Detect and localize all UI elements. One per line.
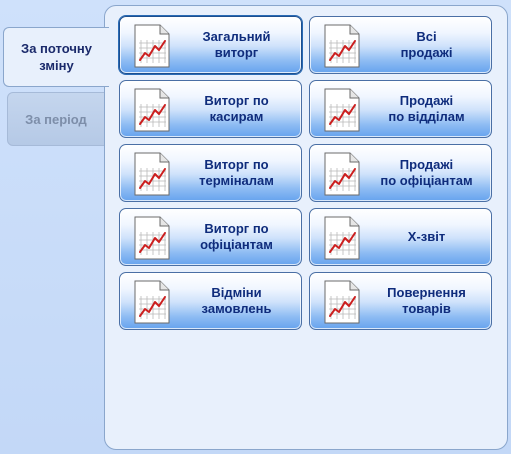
report-chart-icon: [132, 216, 172, 260]
report-button-order-cancellations[interactable]: Відміни замовлень: [119, 272, 302, 330]
tab-current-shift-label: За поточну зміну: [21, 41, 92, 73]
report-chart-icon: [322, 280, 362, 324]
report-button-label: Продажі по відділам: [388, 93, 465, 124]
tab-period[interactable]: За період: [7, 92, 105, 146]
tab-period-label: За період: [25, 111, 87, 127]
report-button-revenue-by-terminals[interactable]: Виторг по терміналам: [119, 144, 302, 202]
report-button-product-returns[interactable]: Повернення товарів: [309, 272, 492, 330]
report-chart-icon: [132, 280, 172, 324]
report-button-label: Виторг по касирам: [204, 93, 269, 124]
report-button-label: Всі продажі: [400, 29, 453, 60]
report-buttons-grid: Загальний виторг Всі продажі Виторг по к…: [119, 16, 492, 330]
report-chart-icon: [322, 24, 362, 68]
tab-current-shift[interactable]: За поточну зміну: [3, 27, 109, 87]
report-button-label: Відміни замовлень: [201, 285, 272, 316]
report-button-revenue-by-cashiers[interactable]: Виторг по касирам: [119, 80, 302, 138]
report-button-label: Загальний виторг: [202, 29, 271, 60]
report-button-label: Продажі по офіціантам: [380, 157, 473, 188]
report-chart-icon: [322, 216, 362, 260]
report-button-total-revenue[interactable]: Загальний виторг: [119, 16, 302, 74]
report-chart-icon: [132, 88, 172, 132]
report-chart-icon: [322, 152, 362, 196]
reports-panel: Загальний виторг Всі продажі Виторг по к…: [104, 5, 508, 450]
report-chart-icon: [322, 88, 362, 132]
report-button-label: Виторг по офіціантам: [200, 221, 273, 252]
report-tabs: За поточну зміну За період: [0, 0, 120, 454]
report-button-sales-by-departments[interactable]: Продажі по відділам: [309, 80, 492, 138]
report-button-all-sales[interactable]: Всі продажі: [309, 16, 492, 74]
report-button-sales-by-waiters[interactable]: Продажі по офіціантам: [309, 144, 492, 202]
report-button-label: X-звіт: [407, 229, 446, 244]
report-chart-icon: [132, 24, 172, 68]
report-button-x-report[interactable]: X-звіт: [309, 208, 492, 266]
report-chart-icon: [132, 152, 172, 196]
report-button-revenue-by-waiters[interactable]: Виторг по офіціантам: [119, 208, 302, 266]
report-button-label: Повернення товарів: [387, 285, 466, 316]
report-button-label: Виторг по терміналам: [199, 157, 274, 188]
